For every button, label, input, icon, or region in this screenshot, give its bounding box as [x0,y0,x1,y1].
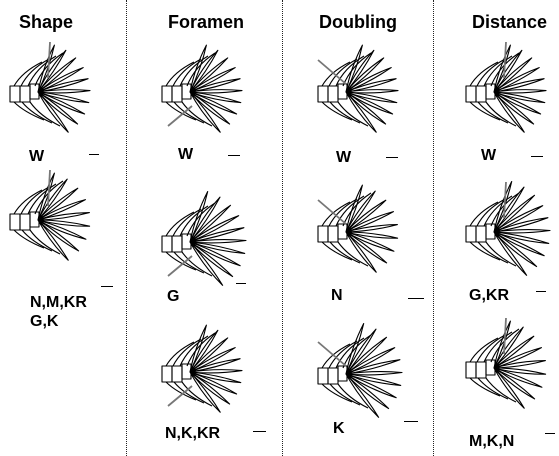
label-foramen-3: N,K,KR [165,425,221,442]
header-shape: Shape [19,12,74,32]
fin-diagram-doubling-2 [316,180,406,280]
scale-bar [404,421,418,422]
column-divider [282,0,283,456]
fin-diagram-distance-3 [464,316,554,416]
scale-bar [228,155,240,156]
label-distance-2: G,KR [469,287,509,304]
header-foramen: Foramen [168,12,245,32]
header-doubling: Doubling [319,12,397,32]
fin-diagram-shape-1 [8,40,98,140]
scale-bar [531,156,543,157]
scale-bar [545,433,555,434]
header-distance: Distance [472,12,548,32]
scale-bar [536,291,546,292]
label-distance-1: W [481,147,497,164]
fin-diagram-distance-1 [464,40,554,140]
label-foramen-1: W [178,146,194,163]
label-shape-2-line2: G,K [30,313,59,330]
fin-diagram-shape-2 [8,168,98,268]
scale-bar [101,286,113,287]
label-doubling-1: W [336,149,352,166]
fin-diagram-foramen-1 [160,40,250,140]
scale-bar [408,298,424,299]
label-distance-3: M,K,N [469,433,515,450]
scale-bar [253,431,266,432]
column-divider [433,0,434,456]
label-doubling-3: K [333,420,345,437]
fin-diagram-doubling-1 [316,40,406,140]
column-divider [126,0,127,456]
label-shape-1: W [29,148,45,165]
label-shape-2-line1: N,M,KR [30,294,87,311]
scale-bar [236,283,246,284]
scale-bar [386,157,398,158]
fin-diagram-doubling-3 [316,322,406,422]
label-foramen-2: G [167,288,180,305]
fin-diagram-foramen-3 [160,320,250,420]
fin-diagram-distance-2 [464,180,554,280]
label-doubling-2: N [331,287,343,304]
fin-diagram-foramen-2 [160,190,250,290]
scale-bar [89,154,99,155]
